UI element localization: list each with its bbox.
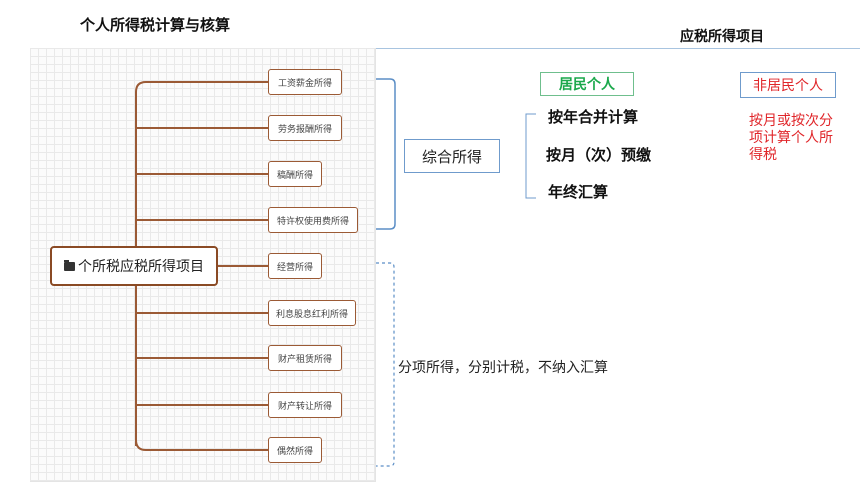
root-node-label: 个所税应税所得项目	[78, 259, 204, 275]
comprehensive-income-box: 综合所得	[404, 139, 500, 173]
leaf-node-label: 财产租赁所得	[277, 354, 332, 365]
connector-leaf-9	[135, 439, 268, 451]
leaf-node-label: 利息股息红利所得	[275, 309, 348, 320]
separate-bracket	[376, 262, 395, 467]
leaf-node-label: 财产转让所得	[277, 401, 332, 412]
leaf-node-interest[interactable]: 利息股息红利所得	[268, 300, 356, 326]
leaf-node-labor[interactable]: 劳务报酬所得	[268, 115, 342, 141]
leaf-node-wages[interactable]: 工资薪金所得	[268, 69, 342, 95]
page-title: 个人所得税计算与核算	[80, 16, 231, 34]
resident-label: 居民个人	[540, 72, 634, 96]
resident-method-prepay: 按月（次）预缴	[546, 146, 652, 164]
nonresident-note: 按月或按次分项计算个人所得税	[749, 113, 833, 163]
root-node[interactable]: 个所税应税所得项目	[50, 246, 218, 286]
nonresident-label: 非居民个人	[740, 72, 836, 98]
title-divider	[376, 48, 860, 49]
resident-method-annual: 按年合并计算	[548, 108, 639, 126]
leaf-node-property-transfer[interactable]: 财产转让所得	[268, 392, 342, 418]
resident-method-settlement: 年终汇算	[548, 183, 609, 201]
leaf-node-label: 工资薪金所得	[277, 78, 332, 89]
connector-leaf-1	[135, 81, 268, 93]
leaf-node-label: 劳务报酬所得	[277, 124, 332, 135]
leaf-node-property-lease[interactable]: 财产租赁所得	[268, 345, 342, 371]
leaf-node-business[interactable]: 经营所得	[268, 253, 322, 279]
leaf-node-franchise[interactable]: 特许权使用费所得	[268, 207, 358, 233]
leaf-node-label: 稿酬所得	[276, 170, 313, 181]
methods-bracket	[525, 113, 536, 199]
leaf-node-label: 偶然所得	[276, 446, 313, 457]
separate-income-text: 分项所得，分别计税，不纳入汇算	[398, 360, 608, 376]
leaf-node-label: 特许权使用费所得	[276, 216, 349, 227]
leaf-node-incidental[interactable]: 偶然所得	[268, 437, 322, 463]
leaf-node-label: 经营所得	[276, 262, 313, 273]
section-title: 应税所得项目	[680, 29, 764, 45]
folder-icon	[64, 259, 75, 271]
comprehensive-bracket	[376, 78, 396, 230]
leaf-node-royalty-writing[interactable]: 稿酬所得	[268, 161, 322, 187]
